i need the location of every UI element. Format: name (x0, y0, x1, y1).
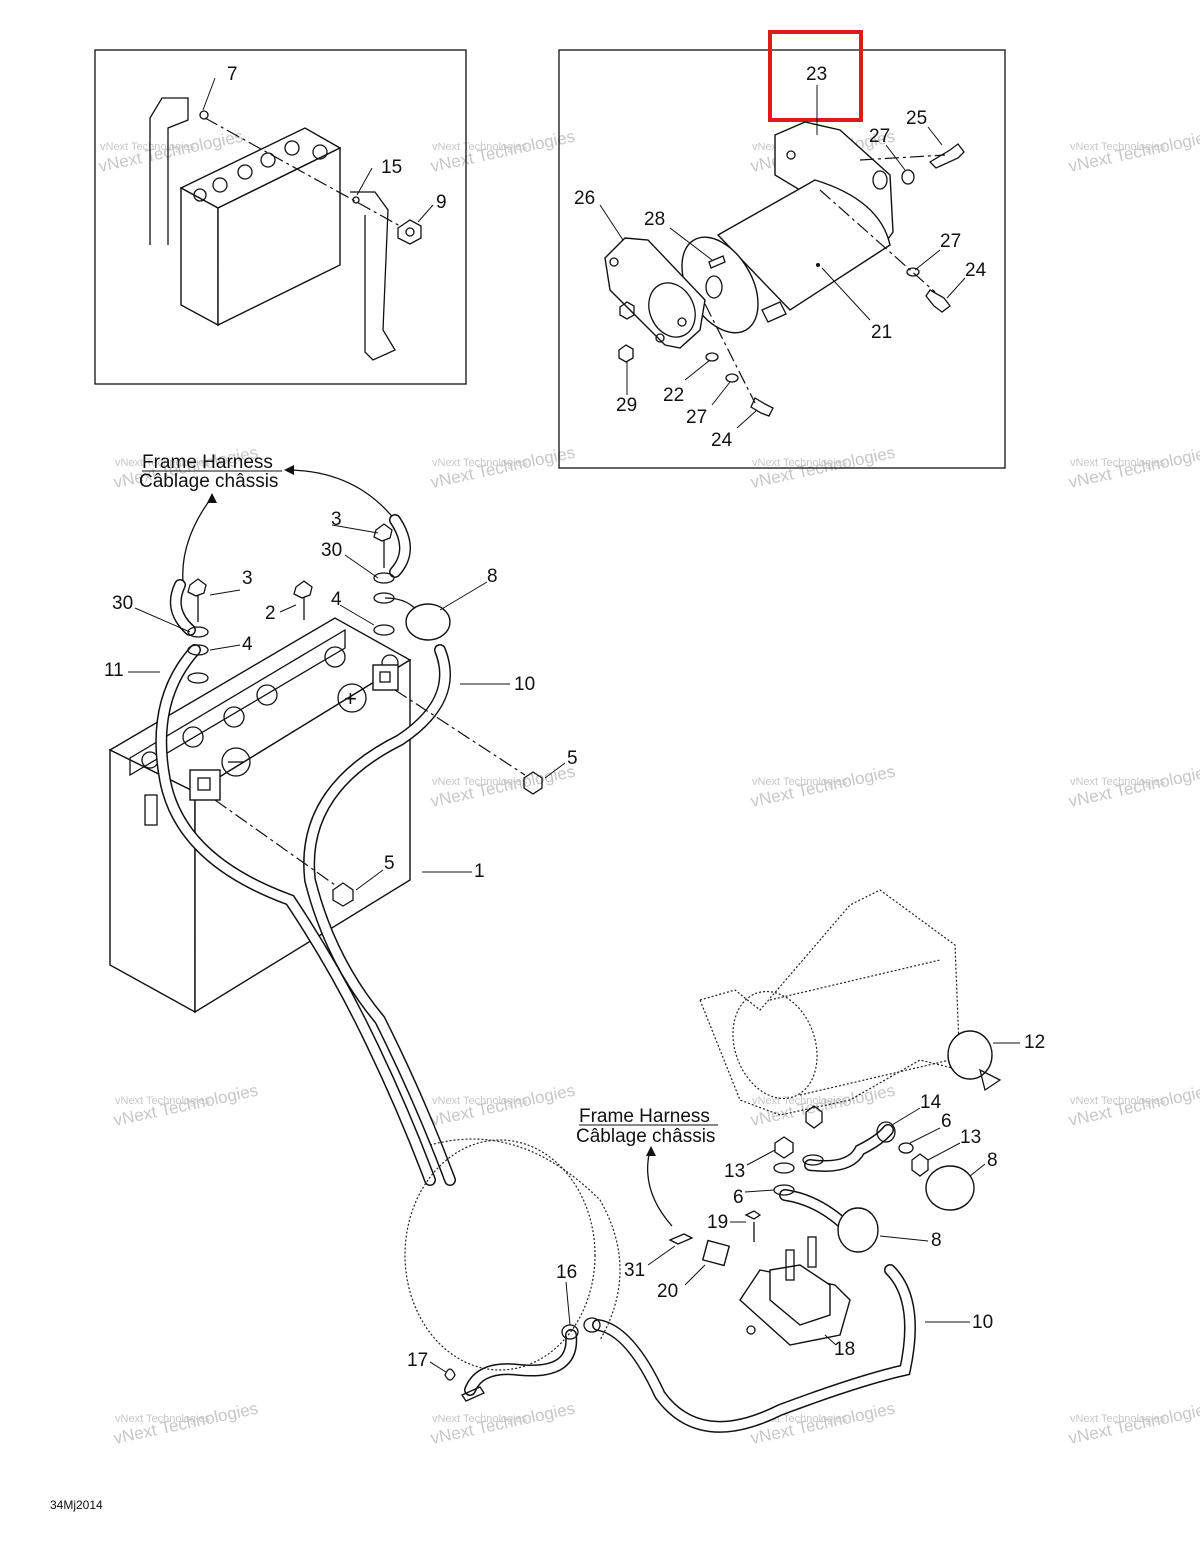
leader-line (669, 227, 713, 261)
part-label-22: 22 (663, 385, 684, 406)
part-label-24: 24 (965, 260, 987, 281)
svg-text:+: + (344, 686, 357, 711)
inset-starter-motor: 23 25 27 26 28 27 24 21 22 29 27 24 (558, 30, 1006, 469)
leader-line (736, 409, 758, 429)
part-label-21: 21 (871, 322, 892, 343)
leader-line (914, 249, 941, 271)
watermark: vNext Technologies (432, 457, 528, 469)
part-label-27: 27 (869, 126, 890, 147)
part-label-28: 28 (644, 209, 665, 230)
ghost-outlines (404, 889, 961, 1371)
highlight-box-part-23 (768, 30, 863, 122)
part-label-27: 27 (940, 231, 961, 252)
leader-line (946, 277, 966, 299)
watermark: vNext Technologies (115, 1413, 211, 1425)
part-label-19: 19 (707, 1212, 728, 1233)
figure-code: 34Mj2014 (50, 1498, 103, 1512)
watermark: vNext Technologies (432, 1413, 528, 1425)
watermark: vNext Technologies (752, 457, 848, 469)
part-label-31: 31 (624, 1260, 645, 1281)
watermark: vNext Technologies (432, 1095, 528, 1107)
part-label-1: 1 (474, 861, 485, 882)
part-label-18: 18 (834, 1339, 855, 1360)
part-label-13: 13 (724, 1161, 745, 1182)
end-plate-drawing (604, 237, 706, 349)
harness-label-fr: Câblage châssis (576, 1126, 715, 1147)
inset-battery-bracket: 7 15 9 (94, 49, 467, 385)
leader-line (684, 359, 711, 381)
main-leaders (128, 524, 1020, 1373)
frame-harness-bottom: Frame Harness Câblage châssis (576, 1106, 718, 1227)
main-battery-drawing: + (108, 617, 412, 1014)
part-label-8: 8 (487, 566, 498, 587)
leader-line (711, 381, 731, 406)
watermark: vNext Technologies (752, 776, 848, 788)
bracket-drawing (149, 97, 422, 361)
part-label-30: 30 (321, 540, 342, 561)
watermark: vNext Technologies (1070, 1413, 1166, 1425)
part-label-3: 3 (331, 509, 342, 530)
inset-frame (558, 49, 1006, 469)
battery-cables (155, 514, 916, 1433)
watermark: vNext Technologies (1070, 776, 1166, 788)
part-label-23: 23 (806, 64, 827, 85)
harness-label-fr: Câblage châssis (139, 471, 278, 492)
solenoid-drawing (444, 1030, 1002, 1402)
watermark: vNext Technologies (100, 141, 196, 153)
part-label-12: 12 (1024, 1032, 1045, 1053)
part-label-6: 6 (733, 1187, 744, 1208)
part-label-25: 25 (906, 108, 927, 129)
harness-label-en: Frame Harness (142, 452, 273, 473)
watermark: vNext Technologies (115, 457, 211, 469)
part-label-15: 15 (381, 157, 402, 178)
part-label-2: 2 (265, 603, 276, 624)
part-label-26: 26 (574, 188, 595, 209)
part-label-20: 20 (657, 1281, 678, 1302)
watermark: vNext Technologies (115, 1095, 211, 1107)
inset-frame (94, 49, 467, 385)
part-label-10: 10 (514, 674, 535, 695)
watermark: vNext Technologies (1070, 1095, 1166, 1107)
starter-hardware (618, 143, 965, 417)
part-label-24: 24 (711, 430, 733, 451)
part-label-5: 5 (384, 853, 395, 874)
part-label-29: 29 (616, 395, 637, 416)
part-label-17: 17 (407, 1350, 428, 1371)
leader-line (202, 77, 216, 111)
part-label-8: 8 (987, 1150, 998, 1171)
main-part-labels: 3 30 8 3 30 2 4 4 11 10 5 5 1 12 14 6 13… (104, 509, 1045, 1371)
part-label-30: 30 (112, 593, 133, 614)
part-label-11: 11 (104, 660, 124, 681)
leader-line (599, 204, 624, 241)
part-label-4: 4 (242, 634, 253, 655)
part-label-8: 8 (931, 1230, 942, 1251)
harness-label-en: Frame Harness (579, 1106, 710, 1127)
part-label-3: 3 (242, 568, 253, 589)
watermark: vNext Technologies (432, 141, 528, 153)
part-label-10: 10 (972, 1312, 993, 1333)
part-label-9: 9 (436, 192, 447, 213)
part-label-16: 16 (556, 1262, 577, 1283)
part-label-4: 4 (331, 589, 342, 610)
part-label-7: 7 (227, 64, 238, 85)
leader-line (885, 144, 906, 171)
watermark: vNext Technologies (432, 776, 528, 788)
part-label-5: 5 (567, 748, 578, 769)
leader-line (821, 267, 871, 321)
watermark: vNext Technologies (1070, 457, 1166, 469)
leader-line (356, 167, 373, 196)
inset-battery-drawing (179, 127, 342, 327)
part-label-14: 14 (920, 1092, 942, 1113)
part-label-6: 6 (941, 1111, 952, 1132)
part-label-13: 13 (960, 1127, 981, 1148)
leader-line (417, 204, 434, 223)
frame-harness-top: Frame Harness Câblage châssis (139, 452, 396, 583)
leader-line (927, 126, 943, 146)
terminal-hardware (187, 523, 543, 907)
part-label-27: 27 (686, 407, 707, 428)
watermark: vNext Technologies (1070, 141, 1166, 153)
